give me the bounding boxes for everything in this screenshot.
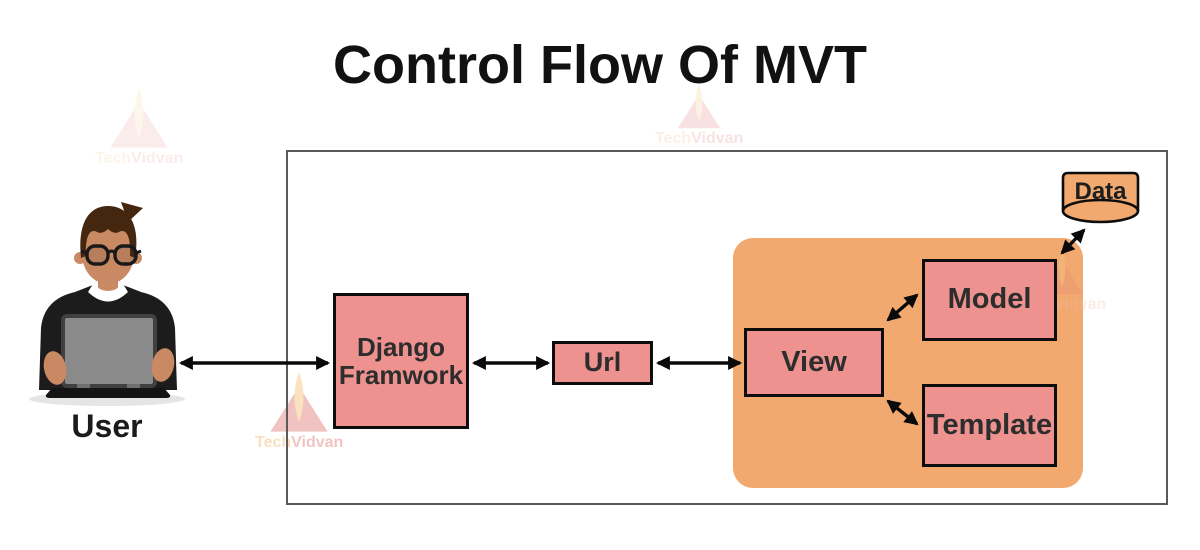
diagram-frame: [286, 150, 1168, 505]
shirt-collar: [88, 284, 128, 302]
node-template: Template: [922, 384, 1057, 467]
node-django-framework: Django Framwork: [333, 293, 469, 429]
node-model: Model: [922, 259, 1057, 341]
glasses-icon: [80, 244, 142, 266]
node-data-label: Data: [1074, 178, 1127, 205]
laptop-screen: [61, 314, 157, 388]
user-illustration: [29, 202, 185, 406]
laptop-base: [45, 388, 171, 398]
user-hair: [80, 206, 137, 258]
node-view: View: [744, 328, 884, 397]
node-view-label: View: [781, 345, 847, 378]
techvidvan-watermark: TechVidvan: [95, 88, 183, 168]
node-django-label-line1: Django: [356, 331, 446, 362]
watermark-text: TechVidvan: [95, 150, 184, 167]
node-url-label: Url: [583, 347, 622, 378]
user-hand-right: [151, 348, 175, 382]
techvidvan-logo-icon: [110, 88, 168, 148]
watermark-text: TechVidvan: [655, 130, 744, 147]
user-hand-left: [43, 351, 67, 385]
user-label: User: [71, 408, 143, 444]
node-url: Url: [552, 341, 653, 385]
node-model-label: Model: [947, 283, 1032, 316]
page-title: Control Flow Of MVT: [333, 35, 867, 95]
node-django-label-line2: Framwork: [338, 360, 464, 390]
node-template-label: Template: [926, 408, 1053, 441]
